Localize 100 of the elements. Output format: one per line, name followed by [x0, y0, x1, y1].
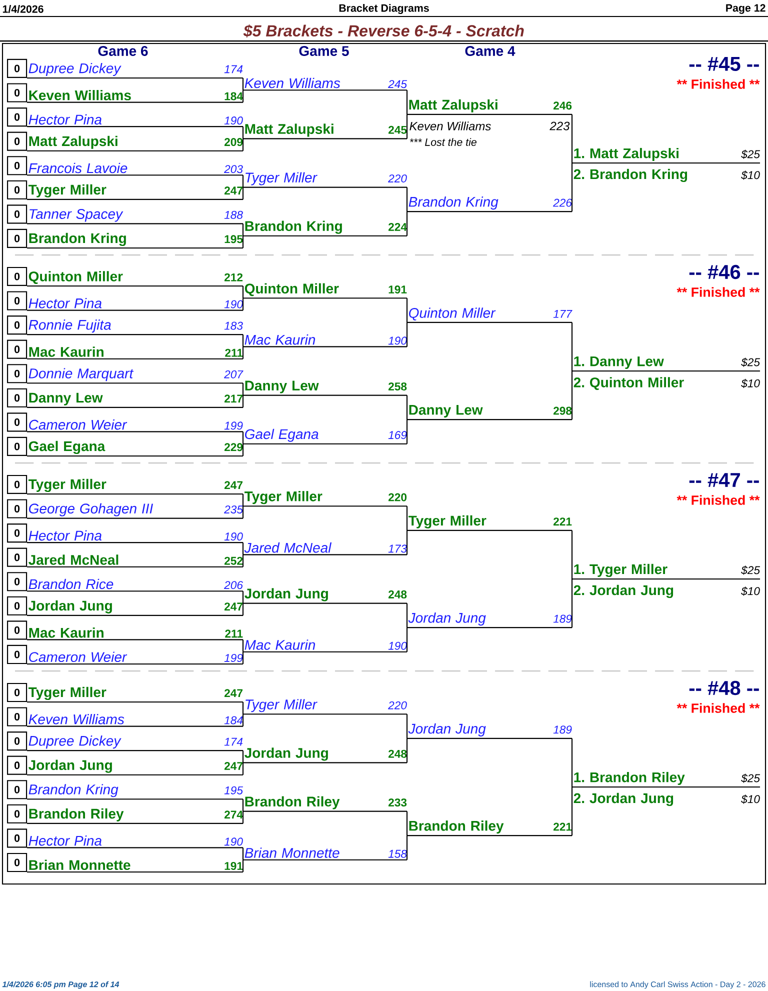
bracket-line — [242, 334, 244, 347]
bracket-line — [242, 224, 244, 236]
player-entry: Brandon Kring 195 — [27, 784, 244, 800]
bracket-line — [571, 163, 573, 212]
number-box: 0 — [7, 707, 28, 726]
player-entry: Mac Kaurin 190 — [243, 640, 407, 652]
player-entry: Tyger Miller 247 — [27, 478, 243, 495]
number-box: 0 — [7, 156, 28, 176]
number-box: 0 — [7, 291, 28, 310]
player-entry: Tyger Miller 220 — [243, 699, 407, 715]
tie-note: Keven Williams — [410, 122, 491, 130]
bracket-line — [242, 848, 244, 860]
player-entry: Brandon Riley 233 — [243, 796, 407, 812]
bracket-line — [406, 322, 408, 347]
number-box: 0 — [7, 58, 28, 78]
player-entry: Tanner Spacey 188 — [27, 209, 243, 224]
number-box: 0 — [7, 644, 28, 664]
bracket-number: -- #46 -- — [689, 264, 759, 280]
player-entry: Jordan Jung 248 — [243, 748, 407, 764]
player-entry: Ronnie Fujita 183 — [27, 320, 243, 336]
player-entry: Brian Monnette 191 — [27, 860, 243, 873]
number-box: 0 — [7, 83, 28, 102]
player-entry: Tyger Miller 221 — [407, 515, 572, 531]
number-box: 0 — [7, 499, 28, 518]
header-text: Bracket Diagrams — [339, 4, 429, 14]
number-box: 0 — [7, 108, 28, 127]
player-entry: Matt Zalupski 209 — [27, 136, 243, 152]
bracket-line — [242, 432, 244, 444]
player-entry: Quinton Miller 191 — [243, 283, 407, 299]
footer-text: 1/4/2026 6:05 pm Page 12 of 14 — [2, 981, 120, 989]
bracket-line — [242, 591, 244, 604]
bracket-line — [242, 78, 244, 90]
player-entry: Hector Pina 190 — [27, 298, 243, 311]
player-entry: Dupree Dickey 174 — [27, 736, 243, 752]
bracket-line — [242, 750, 244, 763]
bracket-line — [242, 298, 244, 310]
bracket-line — [406, 90, 408, 114]
player-entry: Jordan Jung 248 — [243, 588, 407, 604]
player-entry: Dupree Dickey 174 — [27, 62, 243, 79]
player-entry: Tyger Miller 220 — [243, 491, 407, 507]
player-entry: Danny Lew 298 — [407, 405, 572, 420]
number-box: 0 — [7, 732, 28, 751]
bracket-line — [242, 714, 244, 726]
player-entry: Brandon Rice 206 — [27, 578, 243, 592]
number-box: 0 — [7, 364, 28, 384]
bracket-line — [242, 286, 244, 298]
number-box: 0 — [7, 780, 28, 800]
number-box: 0 — [7, 474, 28, 494]
player-entry: Brandon Kring 224 — [243, 220, 407, 236]
number-box: 0 — [7, 804, 28, 824]
bracket-line — [406, 420, 408, 444]
player-entry: Tyger Miller 247 — [27, 686, 243, 703]
bracket-line — [242, 702, 244, 714]
number-box: 0 — [7, 340, 28, 359]
bracket-line — [242, 90, 244, 102]
number-box: 0 — [7, 548, 28, 567]
footer-text: licensed to Andy Carl Swiss Action - Day 2 - 2026 — [590, 981, 766, 989]
bracket-line — [406, 811, 408, 836]
number-box: 0 — [7, 596, 28, 616]
bracket-line — [406, 212, 408, 236]
bracket-line — [242, 395, 244, 408]
column-heading: Game 5 — [299, 46, 349, 56]
bracket-line — [571, 787, 573, 836]
player-entry: Jared McNeal 252 — [27, 554, 243, 568]
bracket-line — [406, 506, 408, 530]
number-box: 0 — [7, 756, 28, 775]
number-box: 0 — [7, 828, 28, 848]
player-entry: Gael Egana 169 — [243, 428, 407, 444]
status-text: ** Finished ** — [676, 495, 760, 505]
bracket-line — [406, 530, 408, 555]
number-box: 0 — [7, 228, 28, 248]
tie-note: *** Lost the tie — [410, 138, 476, 146]
bracket-line — [406, 628, 408, 652]
bracket-line — [242, 494, 244, 506]
player-entry: Quinton Miller 212 — [27, 271, 243, 287]
prize-entry: 1. Brandon Riley $25 — [572, 772, 760, 788]
player-entry: Mac Kaurin 211 — [27, 346, 243, 360]
bracket-line — [242, 542, 244, 555]
number-box: 0 — [7, 682, 28, 702]
player-entry: Tyger Miller 247 — [27, 184, 243, 200]
player-entry: Hector Pina 190 — [27, 835, 243, 848]
player-entry: Matt Zalupski 245 — [243, 124, 407, 140]
bracket-line — [242, 444, 244, 456]
player-entry: Keven Williams 184 — [27, 90, 243, 103]
bracket-line — [571, 114, 573, 163]
number-box: 0 — [7, 412, 28, 432]
bracket-line — [242, 554, 244, 567]
status-text: ** Finished ** — [676, 79, 760, 89]
player-entry: Jordan Jung 247 — [27, 760, 243, 776]
player-entry: Donnie Marquart 207 — [27, 368, 244, 384]
number-box: 0 — [7, 204, 28, 224]
number-box: 0 — [7, 316, 28, 335]
bracket-line — [406, 395, 408, 420]
player-entry: Jared McNeal 173 — [243, 542, 407, 556]
column-heading: Game 6 — [98, 46, 148, 56]
status-text: ** Finished ** — [676, 703, 760, 713]
tie-note: 223 — [550, 122, 570, 130]
bracket-line — [242, 603, 244, 616]
prize-entry: 2. Brandon Kring $10 — [574, 168, 760, 182]
player-entry: Keven Williams 184 — [27, 714, 243, 727]
